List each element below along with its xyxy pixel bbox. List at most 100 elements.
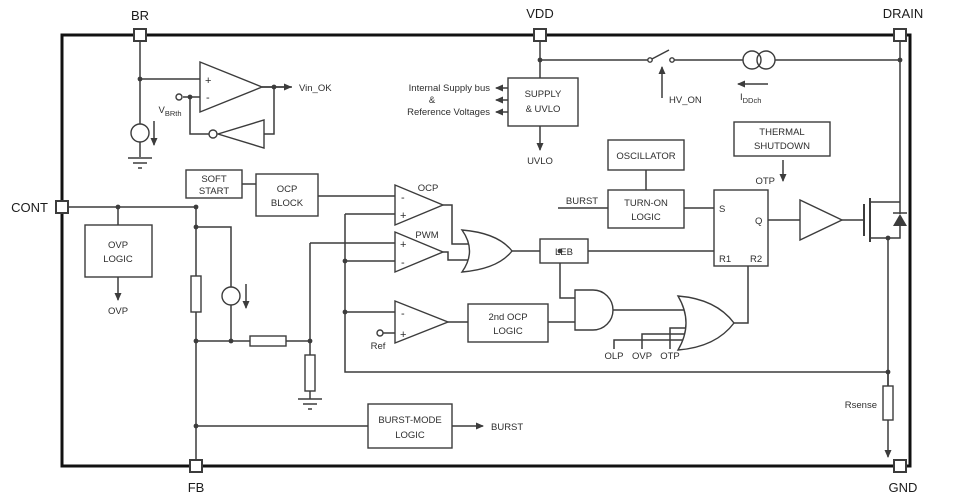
oscillator-block	[607, 139, 685, 171]
ff-r2-label: R2	[750, 254, 762, 265]
ovplogic-label-1: OVP	[108, 240, 128, 251]
turnon-label-1: TURN-ON	[624, 198, 668, 209]
supply-bus-label-1: Internal Supply bus	[409, 83, 491, 94]
pin-label-gnd: GND	[889, 480, 918, 495]
olp-label: OLP	[604, 351, 623, 362]
fb-divider-resistor-top	[190, 275, 202, 313]
leb-label: LEB	[555, 247, 573, 258]
supply-label-2: & UVLO	[526, 104, 561, 115]
pin-cont	[55, 200, 69, 214]
ovp-out-label: OVP	[108, 306, 128, 317]
soft-start-block	[185, 169, 243, 199]
pwm-comparator	[394, 230, 445, 274]
shapes	[55, 28, 912, 473]
vin-ok-label: Vin_OK	[299, 83, 332, 94]
pin-label-vdd: VDD	[526, 6, 553, 21]
turnon-label-2: LOGIC	[631, 212, 661, 223]
second-ocp-comparator	[394, 299, 450, 345]
arrows	[114, 66, 892, 458]
ff-r1-label: R1	[719, 254, 731, 265]
oscillator-label: OSCILLATOR	[616, 151, 675, 162]
vbrth-terminal	[175, 93, 183, 101]
ocp-signal-label: OCP	[418, 183, 439, 194]
brownout-minus: -	[206, 92, 210, 104]
pin-label-cont: CONT	[11, 200, 48, 215]
hv-switch-pivot	[647, 57, 653, 63]
ovp-gate-label: OVP	[632, 351, 652, 362]
supply-bus-label-2: &	[429, 95, 436, 106]
fb-divider-resistor-bottom	[304, 354, 316, 392]
or-gate-pwm-ocp	[460, 229, 513, 273]
second-ocp-minus: -	[401, 308, 405, 320]
ocp-plus: +	[400, 210, 406, 222]
ground-symbol-br	[128, 157, 152, 169]
ovplogic-label-2: LOGIC	[103, 254, 133, 265]
thermal-label-2: SHUTDOWN	[754, 141, 810, 152]
hv-on-label: HV_ON	[669, 95, 702, 106]
ref-label: Ref	[371, 341, 386, 352]
softstart-label-1: SOFT	[201, 174, 227, 185]
otp-top-label: OTP	[755, 176, 775, 187]
hv-current-source-left	[742, 50, 762, 70]
fb-current-source	[221, 286, 241, 306]
supply-uvlo-block	[507, 77, 579, 127]
ocpblock-label-1: OCP	[277, 184, 298, 195]
rsense-label: Rsense	[845, 400, 877, 411]
uvlo-label: UVLO	[527, 156, 553, 167]
pin-fb	[189, 459, 203, 473]
labels: BR VDD DRAIN CONT FB GND SUPPLY & UVLO O…	[11, 6, 923, 495]
thermal-shutdown-block	[733, 121, 831, 157]
burstmode-label-2: LOGIC	[395, 430, 425, 441]
ocp-comparator	[394, 183, 445, 227]
ground-symbol-divider	[298, 398, 322, 410]
second-ocp-label-2: LOGIC	[493, 326, 523, 337]
pin-label-drain: DRAIN	[883, 6, 923, 21]
fb-divider-resistor-mid	[249, 335, 287, 347]
brownout-comparator	[199, 60, 264, 114]
rsense-resistor	[882, 385, 894, 421]
hv-current-source-right	[756, 50, 776, 70]
ocpblock-label-2: BLOCK	[271, 198, 304, 209]
ref-terminal	[376, 329, 384, 337]
ocp-block	[255, 173, 319, 217]
iddch-label: IDDch	[740, 92, 761, 105]
ic-outline	[60, 33, 912, 468]
burst-in-label: BURST	[566, 196, 598, 207]
wires	[68, 41, 901, 460]
brownout-plus: +	[205, 75, 211, 87]
power-mosfet	[863, 198, 871, 242]
softstart-label-2: START	[199, 186, 229, 197]
pin-label-fb: FB	[188, 480, 205, 495]
burstmode-label-1: BURST-MODE	[378, 415, 441, 426]
pin-label-br: BR	[131, 8, 149, 23]
and-gate	[574, 289, 614, 331]
hysteresis-inverter	[215, 119, 265, 149]
supply-label-1: SUPPLY	[525, 89, 562, 100]
ff-q-label: Q	[755, 216, 762, 227]
pin-gnd	[893, 459, 907, 473]
pin-drain	[893, 28, 907, 42]
supply-bus-label-3: Reference Voltages	[407, 107, 490, 118]
pwm-signal-label: PWM	[415, 230, 438, 241]
gate-driver-buffer	[799, 198, 844, 242]
leb-block	[539, 238, 589, 264]
second-ocp-logic-block	[467, 303, 549, 343]
second-ocp-label-1: 2nd OCP	[488, 312, 527, 323]
vbrth-label: VBRth	[158, 105, 181, 118]
burst-mode-logic-block	[367, 403, 453, 449]
pwm-minus: -	[401, 257, 405, 269]
br-current-source	[130, 123, 150, 143]
ff-s-label: S	[719, 204, 725, 215]
body-diode	[893, 212, 907, 226]
or-gate-protection	[676, 295, 735, 351]
pwm-plus: +	[400, 239, 406, 251]
pin-vdd	[533, 28, 547, 42]
burst-out-label: BURST	[491, 422, 523, 433]
junction-dots	[115, 57, 903, 429]
thermal-label-1: THERMAL	[759, 127, 804, 138]
ocp-minus: -	[401, 192, 405, 204]
otp-gate-label: OTP	[660, 351, 680, 362]
flip-flop-block	[713, 189, 769, 267]
